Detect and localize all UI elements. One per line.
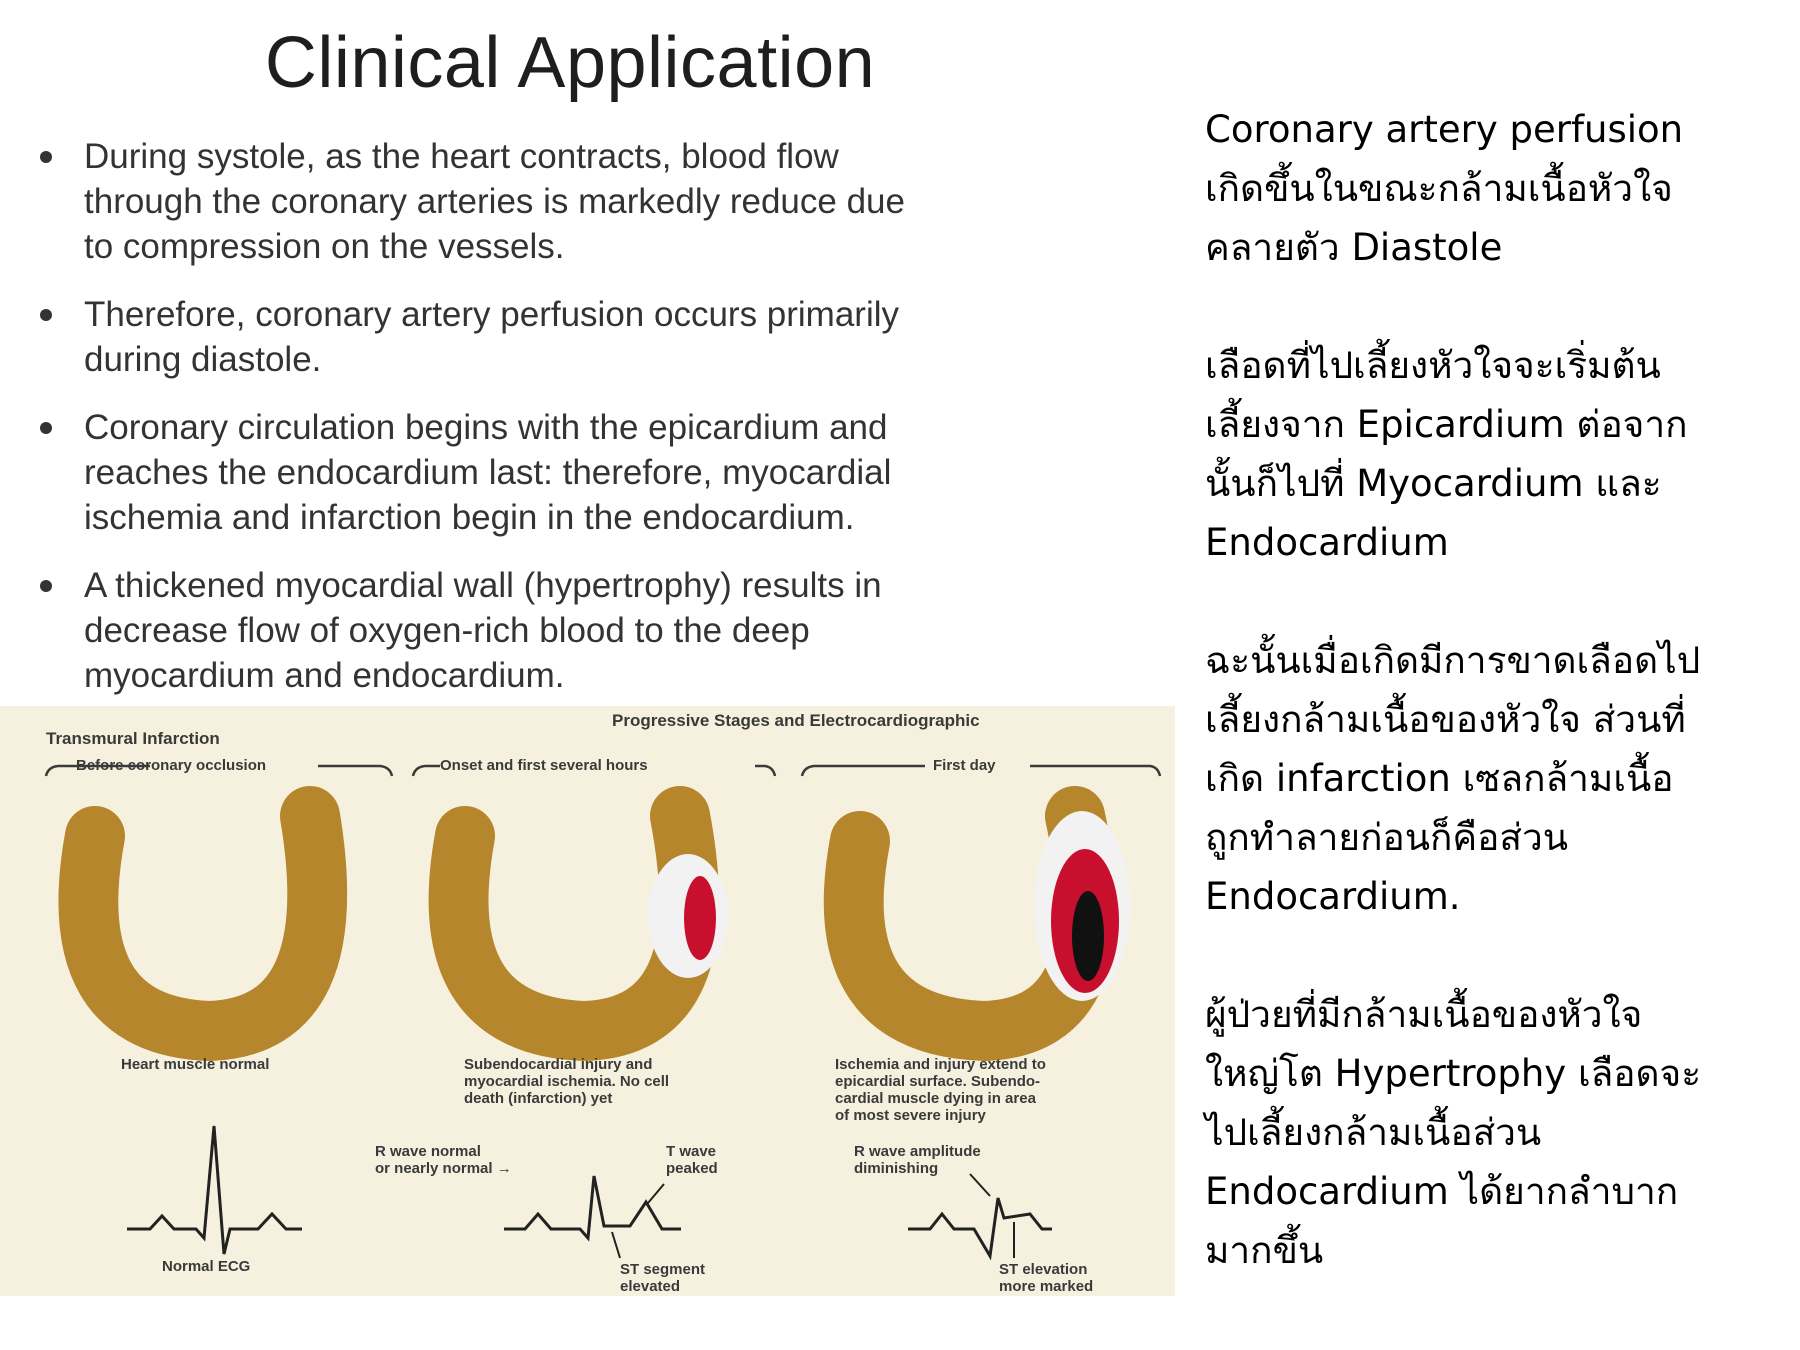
note-paragraph: ผู้ป่วยที่มีกล้ามเนื้อของหัวใจ ใหญ่โต Hy… <box>1205 985 1795 1280</box>
slide-title: Clinical Application <box>264 23 876 103</box>
arrow-t-wave <box>647 1183 665 1204</box>
bullet-line: A thickened myocardial wall (hypertrophy… <box>84 566 882 605</box>
note-line: มากขึ้น <box>1205 1229 1324 1272</box>
note-paragraph: Coronary artery perfusion เกิดขึ้นในขณะก… <box>1205 100 1795 277</box>
bullet-dot-icon <box>40 422 52 434</box>
note-line: เลี้ยงจาก Epicardium ต่อจาก <box>1205 403 1688 446</box>
bullet-line: myocardium and endocardium. <box>84 656 565 695</box>
bullet-line: during diastole. <box>84 340 322 379</box>
note-line: ผู้ป่วยที่มีกล้ามเนื้อของหัวใจ <box>1205 993 1643 1036</box>
note-line: นั้นก็ไปที่ Myocardium และ <box>1205 462 1662 505</box>
stage-bracket-1 <box>44 764 394 777</box>
infarction-diagram: Progressive Stages and Electrocardiograp… <box>0 706 1175 1296</box>
arrow-st-segment <box>611 1231 621 1259</box>
bullet-line: through the coronary arteries is markedl… <box>84 182 905 221</box>
note-line: Endocardium ได้ยากลำบาก <box>1205 1170 1679 1213</box>
note-line: Endocardium. <box>1205 875 1461 918</box>
bullet-item: Therefore, coronary artery perfusion occ… <box>36 292 1166 382</box>
diagram-header: Progressive Stages and Electrocardiograp… <box>612 711 980 730</box>
bullet-item: During systole, as the heart contracts, … <box>36 134 1166 269</box>
note-line: เลี้ยงกล้ามเนื้อของหัวใจ ส่วนที่ <box>1205 698 1686 741</box>
ecg-onset-trace <box>504 1175 681 1242</box>
bullet-line: Coronary circulation begins with the epi… <box>84 408 888 447</box>
necrosis-zone-first-day <box>1072 891 1104 981</box>
bullet-line: to compression on the vessels. <box>84 227 565 266</box>
note-paragraph: ฉะนั้นเมื่อเกิดมีการขาดเลือดไป เลี้ยงกล้… <box>1205 631 1795 926</box>
diagram-subtitle: Transmural Infarction <box>46 729 220 748</box>
bullet-line: Therefore, coronary artery perfusion occ… <box>84 295 900 334</box>
note-line: เกิด infarction เซลกล้ามเนื้อ <box>1205 757 1674 800</box>
stage-bracket-2 <box>411 764 777 777</box>
bullet-line: During systole, as the heart contracts, … <box>84 137 839 176</box>
bullet-item: A thickened myocardial wall (hypertrophy… <box>36 563 1166 698</box>
note-paragraph: เลือดที่ไปเลี้ยงหัวใจจะเริ่มต้น เลี้ยงจา… <box>1205 336 1795 572</box>
injury-zone-onset <box>684 876 716 960</box>
note-line: ฉะนั้นเมื่อเกิดมีการขาดเลือดไป <box>1205 639 1701 682</box>
stage-label-1: Before coronary occlusion <box>76 757 267 774</box>
arrow-r-wave-amplitude <box>969 1173 991 1197</box>
stage-label-3: First day <box>933 757 996 774</box>
bullet-list: During systole, as the heart contracts, … <box>36 134 1166 721</box>
heart-wall-normal <box>58 786 348 1062</box>
ecg-label-normal: Normal ECG <box>162 1258 251 1275</box>
diagram-drawing <box>44 764 1162 1261</box>
note-line: เกิดขึ้นในขณะกล้ามเนื้อหัวใจ <box>1205 167 1673 210</box>
bullet-dot-icon <box>40 580 52 592</box>
note-line: Endocardium <box>1205 521 1449 564</box>
stage-caption-1: Heart muscle normal <box>121 1056 270 1073</box>
bullet-dot-icon <box>40 151 52 163</box>
note-line: คลายตัว Diastole <box>1205 226 1503 269</box>
note-line: เลือดที่ไปเลี้ยงหัวใจจะเริ่มต้น <box>1205 344 1661 387</box>
bullet-item: Coronary circulation begins with the epi… <box>36 405 1166 540</box>
bullet-dot-icon <box>40 309 52 321</box>
stage-label-2: Onset and first several hours <box>440 757 648 774</box>
bullet-line: reaches the endocardium last: therefore,… <box>84 453 892 492</box>
note-line: ไปเลี้ยงกล้ามเนื้อส่วน <box>1205 1111 1542 1154</box>
bullet-line: ischemia and infarction begin in the end… <box>84 498 855 537</box>
note-line: ใหญ่โต Hypertrophy เลือดจะ <box>1205 1052 1702 1095</box>
thai-notes: Coronary artery perfusion เกิดขึ้นในขณะก… <box>1205 100 1795 1339</box>
note-line: Coronary artery perfusion <box>1205 108 1684 151</box>
stage-bracket-3 <box>800 764 1162 777</box>
bullet-line: decrease flow of oxygen-rich blood to th… <box>84 611 810 650</box>
ecg-first-day-trace <box>908 1197 1052 1261</box>
note-line: ถูกทำลายก่อนก็คือส่วน <box>1205 816 1569 859</box>
ecg-normal-trace <box>127 1125 302 1255</box>
